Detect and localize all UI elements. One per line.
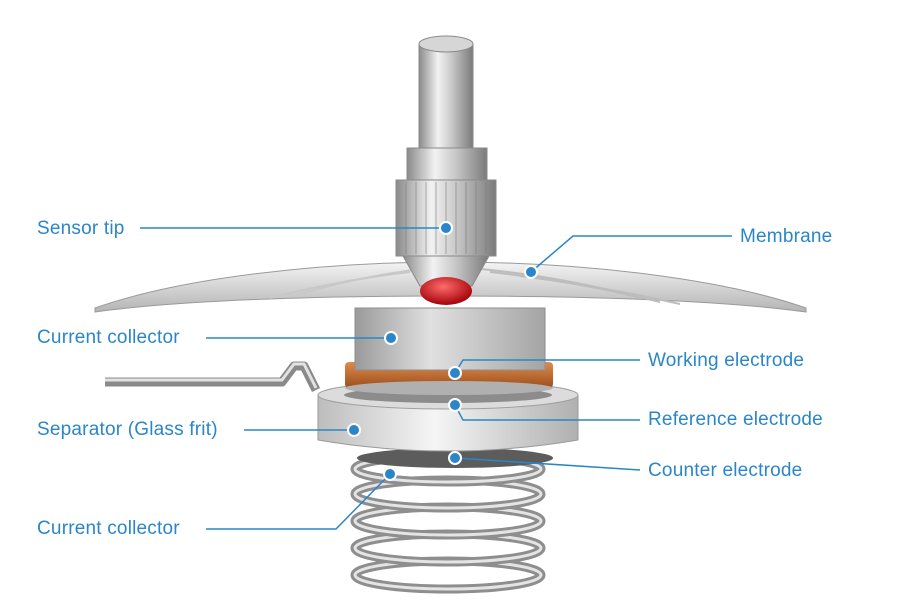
label-membrane: Membrane — [740, 226, 833, 247]
leader-counter-electrode — [454, 457, 641, 471]
dot-reference-electrode — [448, 398, 462, 412]
dot-sensor-tip — [439, 221, 453, 235]
label-sensor-tip: Sensor tip — [37, 218, 125, 239]
leader-current-collector-bottom — [206, 473, 391, 530]
lead-wire — [105, 361, 321, 393]
marker-dots — [347, 221, 538, 481]
label-current-collector-top: Current collector — [37, 327, 180, 348]
dot-membrane — [524, 265, 538, 279]
label-reference-electrode: Reference electrode — [648, 409, 823, 430]
sensor-tip-red — [420, 277, 472, 305]
leader-lines — [140, 227, 732, 530]
dot-current-collector-bottom — [383, 467, 397, 481]
label-separator: Separator (Glass frit) — [37, 419, 218, 440]
dot-separator — [347, 423, 361, 437]
dot-working-electrode — [448, 366, 462, 380]
dot-current-collector-top — [384, 331, 398, 345]
label-current-collector-bottom: Current collector — [37, 518, 180, 539]
label-working-electrode: Working electrode — [648, 350, 805, 371]
sensor-pin — [395, 35, 497, 287]
dot-counter-electrode — [448, 451, 462, 465]
spring — [350, 451, 546, 594]
label-counter-electrode: Counter electrode — [648, 460, 803, 481]
leader-membrane — [530, 235, 732, 273]
